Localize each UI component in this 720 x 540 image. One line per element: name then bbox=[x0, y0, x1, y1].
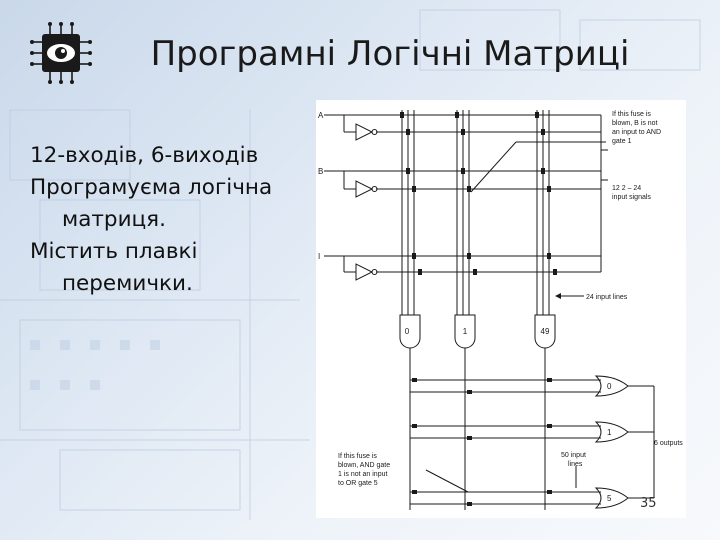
annotation-top: gate 1 bbox=[612, 138, 632, 145]
annotation-top: blown, B is not bbox=[612, 120, 658, 127]
and-gate-label: 49 bbox=[541, 327, 550, 336]
input-lines-label: 24 input lines bbox=[586, 294, 628, 301]
or-gate-label: 0 bbox=[607, 382, 612, 391]
page-number: 35 bbox=[640, 496, 657, 511]
chip-eye-logo-icon bbox=[30, 22, 92, 84]
slide-title: Програмні Логічні Матриці bbox=[150, 34, 630, 74]
body-text: 12-входів, 6-виходів Програмуєма логічна… bbox=[30, 140, 330, 300]
annotation-bottom: 1 is not an input bbox=[338, 471, 387, 478]
or-gate-label: 5 bbox=[607, 494, 612, 503]
pla-diagram: A B I 0 1 49 0 1 5 If this fuse is blown… bbox=[316, 100, 686, 518]
input-signals-label: 12 2 – 24 bbox=[612, 185, 641, 192]
annotation-bottom: If this fuse is bbox=[338, 453, 377, 460]
body-line: перемички. bbox=[62, 271, 193, 296]
input-label-a: A bbox=[318, 111, 324, 120]
body-line: матриця. bbox=[62, 207, 166, 232]
annotation-top: If this fuse is bbox=[612, 111, 651, 118]
annotation-top: an input to AND bbox=[612, 129, 661, 136]
body-line: 12-входів, 6-виходів bbox=[30, 143, 259, 168]
outputs-label: 6 outputs bbox=[654, 440, 683, 447]
product-lines-label: 50 input bbox=[561, 452, 586, 459]
annotation-bottom: to OR gate 5 bbox=[338, 480, 378, 487]
body-line: Програмуєма логічна bbox=[30, 175, 273, 200]
body-line: Містить плавкі bbox=[30, 239, 198, 264]
and-gate-label: 0 bbox=[405, 327, 410, 336]
annotation-bottom: blown, AND gate bbox=[338, 462, 390, 469]
input-signals-label: input signals bbox=[612, 194, 651, 201]
input-label-i: I bbox=[318, 252, 320, 261]
and-gate-label: 1 bbox=[463, 327, 468, 336]
input-label-b: B bbox=[318, 167, 323, 176]
or-gate-label: 1 bbox=[607, 428, 612, 437]
product-lines-label: lines bbox=[568, 461, 583, 468]
